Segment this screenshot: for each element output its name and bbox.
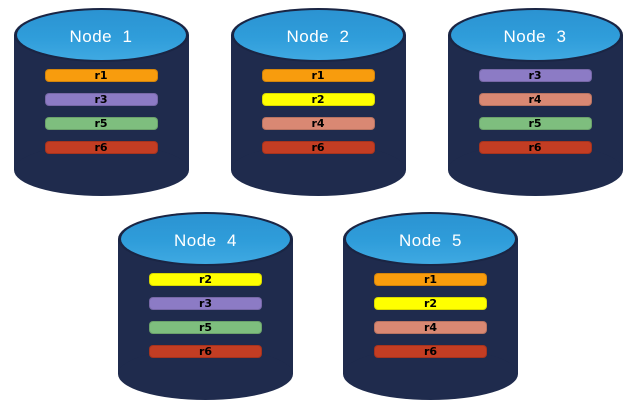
replica-bar-r2: r2 bbox=[149, 273, 262, 286]
replica-bar-r6: r6 bbox=[261, 141, 375, 154]
replica-label: r4 bbox=[311, 117, 325, 130]
replica-bar-r5: r5 bbox=[149, 321, 262, 334]
node-label: Node 1 bbox=[69, 26, 133, 46]
database-cylinder-icon: Node 3 bbox=[450, 10, 620, 60]
replica-bar-r1: r1 bbox=[261, 69, 375, 82]
node-label: Node 4 bbox=[173, 230, 238, 250]
replica-label: r6 bbox=[528, 141, 542, 154]
database-cylinder-icon: Node 1 bbox=[16, 10, 186, 60]
replica-label: r2 bbox=[423, 297, 438, 310]
node-row-top: Node 1 r1 r3 r5 r6 Node 2 r1 r2 r4 r6 Node 3 r3 r4 r5… bbox=[0, 0, 636, 196]
replica-bar-r3: r3 bbox=[149, 297, 262, 310]
node-cylinder: Node 5 r1 r2 r4 r6 bbox=[343, 212, 518, 400]
database-cylinder-icon: Node 4 bbox=[121, 214, 290, 264]
replica-label: r1 bbox=[423, 273, 438, 286]
replica-bars: r2 r3 r5 r6 bbox=[118, 273, 293, 358]
replica-label: r6 bbox=[198, 345, 213, 358]
replica-bar-r6: r6 bbox=[149, 345, 262, 358]
replica-label: r6 bbox=[311, 141, 325, 154]
replica-bar-r1: r1 bbox=[44, 69, 158, 82]
node-row-bottom: Node 4 r2 r3 r5 r6 Node 5 r1 r2 r4 r6 bbox=[0, 212, 636, 400]
replica-bar-r2: r2 bbox=[261, 93, 375, 106]
replica-bars: r1 r2 r4 r6 bbox=[343, 273, 518, 358]
replica-bar-r2: r2 bbox=[374, 297, 487, 310]
replica-label: r6 bbox=[423, 345, 438, 358]
replica-label: r3 bbox=[198, 297, 213, 310]
replica-label: r5 bbox=[94, 117, 108, 130]
replica-label: r3 bbox=[528, 69, 542, 82]
database-cylinder-icon: Node 5 bbox=[346, 214, 515, 264]
replica-label: r2 bbox=[198, 273, 213, 286]
replica-bar-r4: r4 bbox=[374, 321, 487, 334]
replica-bar-r5: r5 bbox=[44, 117, 158, 130]
node-cylinder: Node 2 r1 r2 r4 r6 bbox=[230, 8, 406, 196]
replica-bar-r6: r6 bbox=[44, 141, 158, 154]
replica-bar-r5: r5 bbox=[478, 117, 592, 130]
replica-label: r3 bbox=[94, 93, 108, 106]
node-label: Node 2 bbox=[286, 26, 350, 46]
node-label: Node 5 bbox=[398, 230, 463, 250]
replica-label: r5 bbox=[528, 117, 542, 130]
replica-bar-r1: r1 bbox=[374, 273, 487, 286]
replica-bars: r1 r2 r4 r6 bbox=[231, 69, 406, 154]
replica-label: r6 bbox=[94, 141, 108, 154]
database-cylinder-icon: Node 2 bbox=[233, 10, 403, 60]
replica-label: r4 bbox=[423, 321, 438, 334]
replica-bar-r4: r4 bbox=[261, 117, 375, 130]
node-label: Node 3 bbox=[503, 26, 567, 46]
replica-bars: r3 r4 r5 r6 bbox=[448, 69, 623, 154]
replica-label: r2 bbox=[311, 93, 325, 106]
replica-label: r1 bbox=[94, 69, 108, 82]
replica-bars: r1 r3 r5 r6 bbox=[14, 69, 189, 154]
replica-bar-r4: r4 bbox=[478, 93, 592, 106]
node-cylinder: Node 1 r1 r3 r5 r6 bbox=[13, 8, 189, 196]
replica-bar-r6: r6 bbox=[478, 141, 592, 154]
replica-bar-r3: r3 bbox=[478, 69, 592, 82]
replica-label: r1 bbox=[311, 69, 325, 82]
replica-bar-r3: r3 bbox=[44, 93, 158, 106]
replica-label: r4 bbox=[528, 93, 542, 106]
node-cylinder: Node 3 r3 r4 r5 r6 bbox=[447, 8, 623, 196]
replica-bar-r6: r6 bbox=[374, 345, 487, 358]
node-cylinder: Node 4 r2 r3 r5 r6 bbox=[118, 212, 293, 400]
replica-label: r5 bbox=[198, 321, 213, 334]
